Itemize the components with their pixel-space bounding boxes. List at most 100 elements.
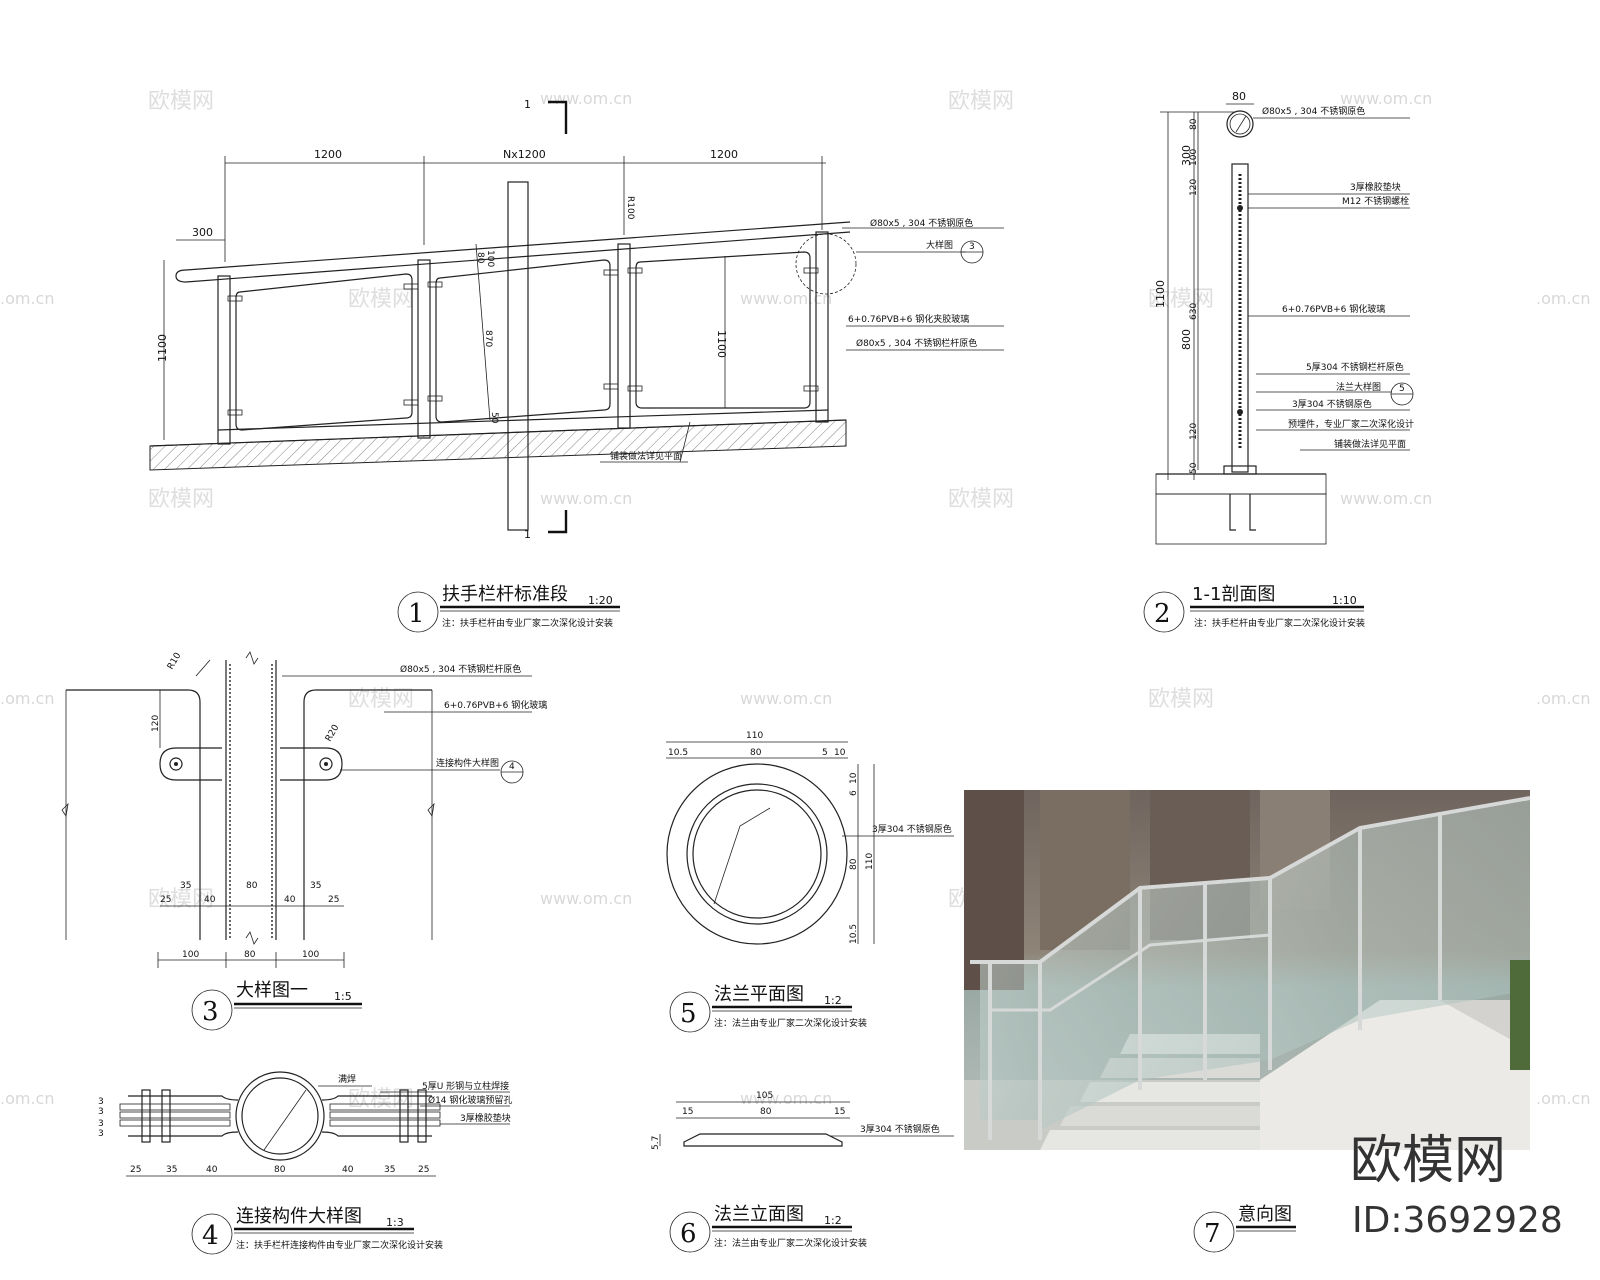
bolt-left (141, 1089, 151, 1143)
dim-35: 35 (384, 1165, 395, 1175)
dim-35-left: 35 (180, 881, 191, 891)
detail-note: 注：扶手栏杆连接构件由专业厂家二次深化设计安装 (236, 1239, 443, 1251)
ground-line (149, 419, 847, 447)
watermark-url: www.om.cn (740, 689, 832, 708)
dim-v10-5: 10.5 (849, 924, 859, 944)
detail-title: 1-1剖面图 (1192, 584, 1275, 605)
watermark-url: .om.cn (1536, 1089, 1590, 1108)
dim-10-5: 10.5 (668, 748, 688, 758)
watermark-url: .om.cn (0, 289, 54, 308)
flange-elevation-plate (683, 1133, 843, 1147)
watermark-url: www.om.cn (740, 1089, 832, 1108)
title-bubble (1143, 591, 1185, 633)
watermark-logo: 欧模网 (1148, 687, 1214, 712)
dim-80-upper: 80 (246, 881, 258, 891)
detail-number: 3 (202, 997, 219, 1027)
dim-1200-left: 1200 (314, 148, 342, 161)
detail-number: 5 (680, 999, 697, 1029)
dim-35: 35 (166, 1165, 177, 1175)
leader-line (679, 421, 691, 463)
paving-layer (1155, 473, 1327, 495)
section-post (507, 181, 529, 531)
watermark-url: www.om.cn (1340, 89, 1432, 108)
dim-15-left: 15 (682, 1107, 693, 1117)
glass-edge-left (66, 689, 201, 940)
watermark-logo: 欧模网 (148, 89, 214, 114)
dim-40-left: 40 (204, 895, 216, 905)
dim-100-left: 100 (182, 950, 199, 960)
label-base: 铺装做法详见平面 (1334, 438, 1406, 450)
watermark-url: www.om.cn (1340, 489, 1432, 508)
dim-v110: 110 (865, 853, 875, 870)
detail-5-flange-plan: 110 10.5 80 5 10 10 6 80 110 10.5 3厚304 … (666, 731, 954, 1033)
detail-scale: 1:3 (386, 1216, 404, 1229)
side-dim: 3 (98, 1097, 104, 1107)
section-mark-bottom: 1 (524, 528, 531, 541)
label-plate: 3厚304 不锈钢原色 (872, 823, 952, 835)
dim-top-80: 80 (1232, 90, 1246, 103)
label-post: Ø80x5 , 304 不锈钢栏杆原色 (856, 337, 977, 349)
watermark-url: .om.cn (1536, 289, 1590, 308)
dim-80: 80 (1189, 118, 1199, 130)
dim-110: 110 (746, 731, 763, 741)
dim-100: 100 (1189, 149, 1199, 166)
radius-r10: R10 (166, 651, 184, 672)
label-glass: 6+0.76PVB+6 钢化夹胶玻璃 (848, 313, 969, 325)
dim-80: 80 (760, 1107, 772, 1117)
clamp-right (280, 747, 343, 781)
detail-scale: 1:2 (824, 994, 842, 1007)
side-dim: 3 (98, 1119, 104, 1129)
detail-number: 1 (408, 599, 425, 629)
embed-anchor (1249, 494, 1256, 531)
glass-panel (635, 251, 811, 409)
handrail-upper-edge (185, 221, 851, 271)
watermark-logo: 欧模网 (348, 1087, 414, 1112)
flange-outer-ring (666, 763, 848, 945)
label-base: 铺装做法详见平面 (610, 450, 682, 462)
dim-5-7: 5.7 (651, 1136, 661, 1150)
brand-logo: 欧模网 (1350, 1131, 1506, 1191)
dim-120b: 120 (1189, 423, 1199, 440)
dim-630: 630 (1189, 303, 1199, 320)
title-bubble (397, 591, 439, 633)
dim-40: 40 (206, 1165, 218, 1175)
photo-glass (980, 800, 1530, 1130)
handrail-section (1226, 110, 1254, 138)
label-rail: Ø80x5 , 304 不锈钢栏杆原色 (400, 663, 521, 675)
detail-3-large-detail: R10 R20 120 Ø80x5 , 304 不锈钢栏杆原色 6+0.76PV… (61, 651, 547, 1031)
dim-300: 300 (1180, 145, 1193, 166)
detail-number: 4 (202, 1221, 219, 1251)
title-bubble (191, 989, 233, 1031)
label-bolt: M12 不锈钢螺栓 (1342, 195, 1409, 207)
detail-1-railing-elevation: 1 1 1200 Nx1200 1200 300 1100 (149, 98, 1004, 633)
dim-5: 5 (822, 748, 828, 758)
flange-ref-num: 5 (1399, 384, 1405, 394)
dim-100-right: 100 (302, 950, 319, 960)
concrete-layer (1155, 493, 1327, 545)
watermarks: 欧模网 www.om.cn 欧模网 www.om.cn .om.cn 欧模网 w… (0, 89, 1590, 1112)
label-rubber: 3厚橡胶垫块 (1350, 181, 1401, 193)
detail-title: 法兰立面图 (714, 1204, 804, 1225)
photo-railings (970, 796, 1531, 1140)
dim-1200-right: 1200 (710, 148, 738, 161)
label-embed: 预埋件，专业厂家二次深化设计 (1288, 418, 1414, 430)
detail-scale: 1:10 (1332, 594, 1357, 607)
detail-note: 注：扶手栏杆由专业厂家二次深化设计安装 (1194, 617, 1365, 629)
post-circle-inner (241, 1077, 319, 1155)
detail-number: 2 (1154, 599, 1171, 629)
radius-r20: R20 (324, 723, 342, 744)
watermark-logo: 欧模网 (348, 287, 414, 312)
watermark-logo: 欧模网 (348, 687, 414, 712)
detail-number: 6 (680, 1219, 697, 1249)
dim-nx1200: Nx1200 (503, 148, 546, 161)
section-cut-bottom (548, 510, 568, 534)
brand-id: ID:3692928 (1352, 1200, 1563, 1241)
dim-100: 100 (485, 250, 495, 267)
detail-scale: 1:20 (588, 594, 613, 607)
watermark-logo: 欧模网 (948, 89, 1014, 114)
detail-note: 注：法兰由专业厂家二次深化设计安装 (714, 1237, 867, 1249)
dim-15-right: 15 (834, 1107, 845, 1117)
dim-50: 50 (489, 412, 499, 424)
flange-plate (1223, 465, 1257, 475)
detail-note: 注：法兰由专业厂家二次深化设计安装 (714, 1017, 867, 1029)
